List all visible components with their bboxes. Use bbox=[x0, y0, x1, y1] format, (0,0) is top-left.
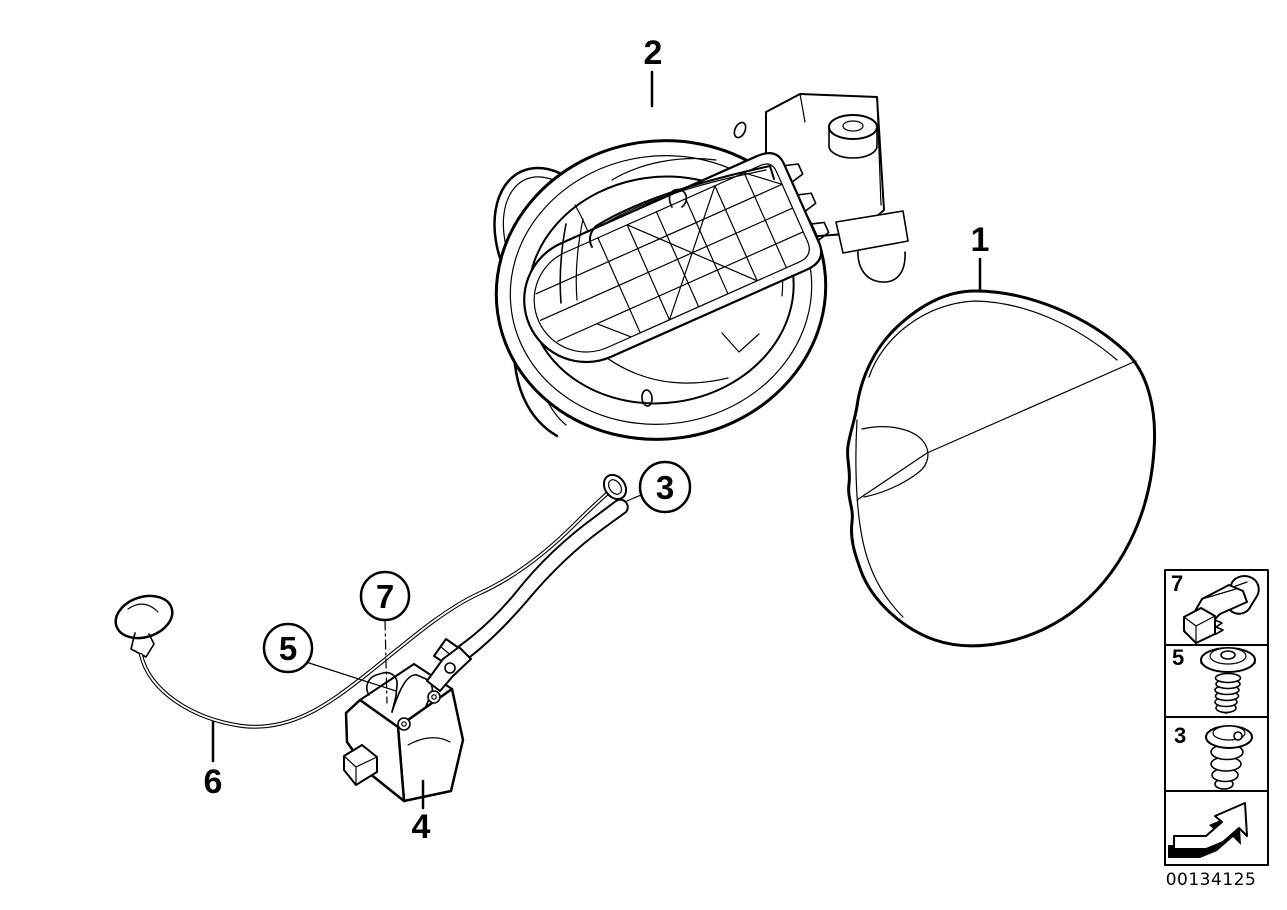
actuator-hole-left bbox=[397, 717, 411, 731]
part-labels: 2 1 6 4 bbox=[204, 34, 990, 846]
rivet-icon bbox=[1205, 725, 1253, 790]
legend-panel: 7 5 3 bbox=[1164, 569, 1269, 890]
actuator-hole-right bbox=[427, 690, 441, 704]
release-cable bbox=[114, 473, 628, 729]
callout-grommet-number[interactable]: 3 bbox=[656, 469, 674, 506]
drain-tube bbox=[433, 498, 629, 669]
direction-arrow-icon bbox=[1168, 802, 1248, 858]
legend-rivet-number[interactable]: 3 bbox=[1174, 723, 1186, 748]
label-release-cable[interactable]: 6 bbox=[204, 763, 223, 801]
screw-hole-top bbox=[733, 121, 747, 139]
fuel-filler-flap bbox=[846, 289, 1157, 648]
cable-pull-knob bbox=[114, 594, 174, 640]
hinge-pocket bbox=[861, 426, 929, 498]
pocket-scoop-strip bbox=[559, 165, 775, 304]
callout-screw-number[interactable]: 5 bbox=[279, 630, 297, 667]
callouts: 3 7 5 bbox=[262, 460, 692, 704]
callout-grommet[interactable]: 3 bbox=[638, 460, 692, 514]
screw-hole-bottom bbox=[641, 389, 653, 407]
document-number: 00134125 bbox=[1166, 870, 1257, 890]
callout-clip-number[interactable]: 7 bbox=[376, 578, 394, 615]
legend-clip-number[interactable]: 7 bbox=[1171, 571, 1183, 596]
label-filler-pocket[interactable]: 2 bbox=[644, 34, 663, 72]
filler-pocket-assembly bbox=[493, 93, 909, 441]
label-actuator[interactable]: 4 bbox=[412, 808, 431, 846]
callout-clip[interactable]: 7 bbox=[359, 570, 411, 622]
label-flap[interactable]: 1 bbox=[971, 221, 990, 259]
screw-icon bbox=[1200, 647, 1256, 714]
legend-screw-number[interactable]: 5 bbox=[1172, 645, 1184, 670]
pocket-bracket bbox=[765, 93, 909, 283]
clip-icon bbox=[1183, 575, 1260, 644]
pocket-grille bbox=[523, 152, 830, 364]
lock-actuator bbox=[343, 646, 472, 803]
callout-screw[interactable]: 5 bbox=[262, 622, 314, 674]
